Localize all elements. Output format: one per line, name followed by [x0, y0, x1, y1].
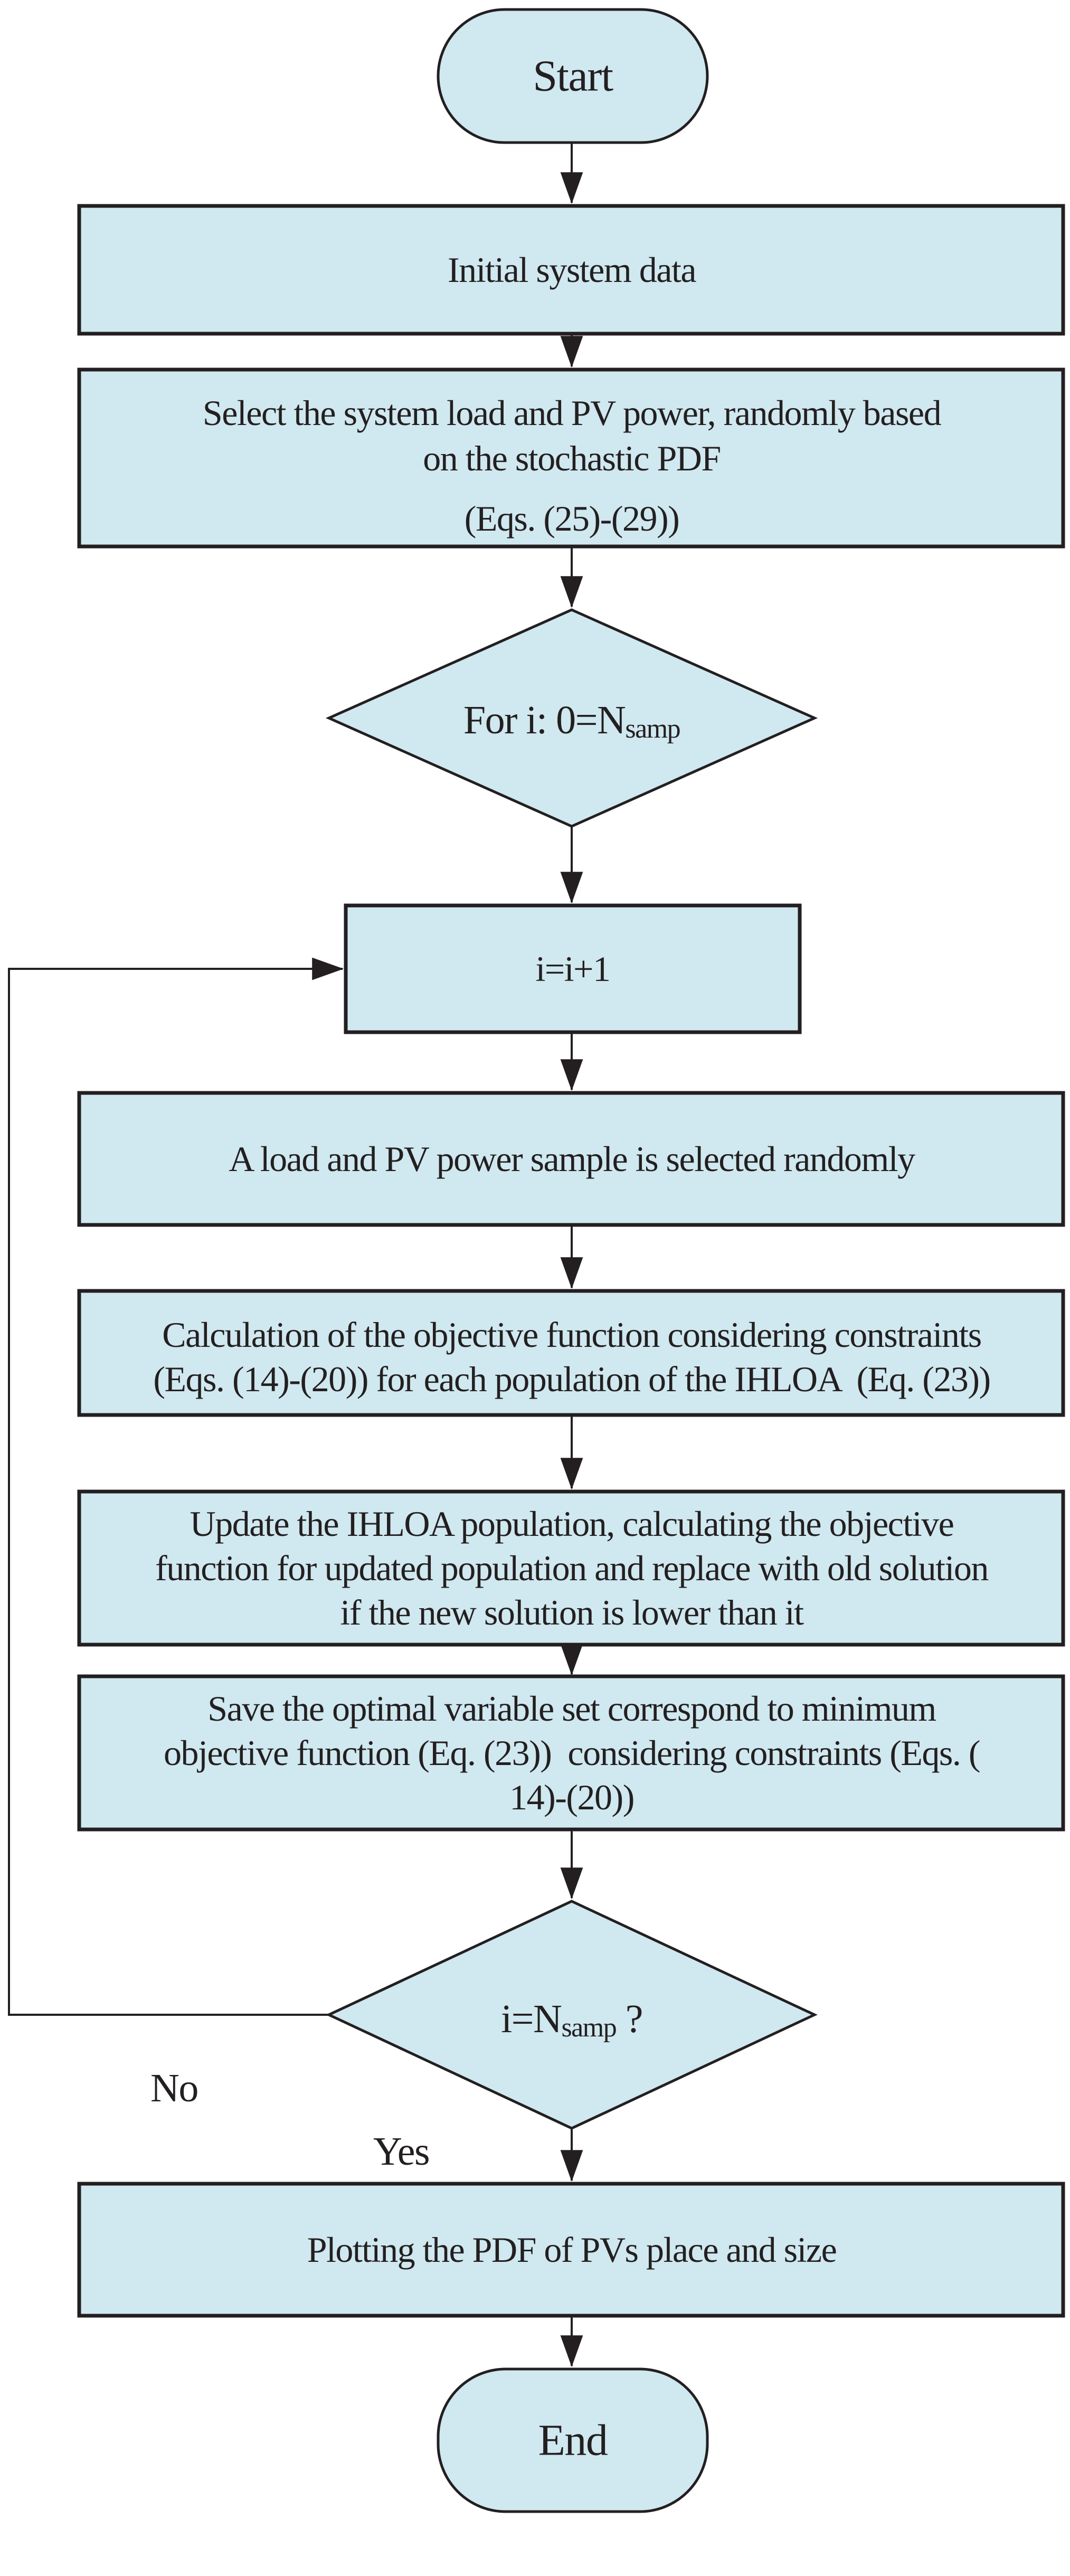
save-optimal-line2: objective function (Eq. (23)) considerin… — [164, 1733, 980, 1773]
check-end-decision — [326, 1900, 818, 2130]
calc-objective-process — [77, 1289, 1065, 1417]
check-end-label-subscript: samp — [561, 2013, 616, 2043]
for-loop-label: For i: 0=Nsamp — [463, 698, 680, 744]
check-end-label-suffix: ? — [616, 1997, 642, 2041]
plot-pdf-label: Plotting the PDF of PVs place and size — [307, 2230, 837, 2270]
select-load-line2: on the stochastic PDF — [423, 438, 720, 478]
select-load-process — [77, 367, 1065, 549]
select-load-line3: (Eqs. (25)-(29)) — [465, 498, 679, 539]
initial-data-process — [77, 204, 1065, 336]
no-edge-label: No — [150, 2066, 198, 2110]
select-load-line1: Select the system load and PV power, ran… — [203, 393, 942, 433]
sample-select-process — [77, 1091, 1065, 1227]
plot-pdf-process — [77, 2182, 1065, 2318]
calc-objective-line1: Calculation of the objective function co… — [162, 1315, 981, 1355]
for-loop-decision — [325, 608, 818, 828]
for-loop-label-prefix: For i: 0=N — [463, 698, 626, 742]
initial-data-label: Initial system data — [448, 250, 696, 290]
check-end-label-prefix: i=N — [501, 1997, 562, 2041]
update-population-line3: if the new solution is lower than it — [340, 1592, 804, 1633]
calc-objective-line2: (Eqs. (14)-(20)) for each population of … — [153, 1359, 990, 1399]
end-terminator — [437, 2367, 709, 2513]
for-loop-label-subscript: samp — [625, 714, 680, 744]
start-terminator — [437, 8, 709, 144]
end-label: End — [538, 2416, 608, 2465]
sample-select-label: A load and PV power sample is selected r… — [229, 1139, 915, 1179]
start-label: Start — [533, 52, 613, 101]
yes-edge-label: Yes — [373, 2129, 429, 2174]
update-population-process — [77, 1489, 1065, 1647]
save-optimal-process — [77, 1674, 1065, 1832]
edge-no-loop-back — [8, 957, 344, 2016]
check-end-label: i=Nsamp ? — [501, 1997, 642, 2043]
update-population-line1: Update the IHLOA population, calculating… — [190, 1504, 954, 1544]
update-population-line2: function for updated population and repl… — [155, 1548, 988, 1588]
save-optimal-line3: 14)-(20)) — [509, 1777, 634, 1817]
increment-process — [344, 903, 802, 1034]
save-optimal-line1: Save the optimal variable set correspond… — [207, 1688, 936, 1729]
increment-label: i=i+1 — [536, 949, 610, 989]
